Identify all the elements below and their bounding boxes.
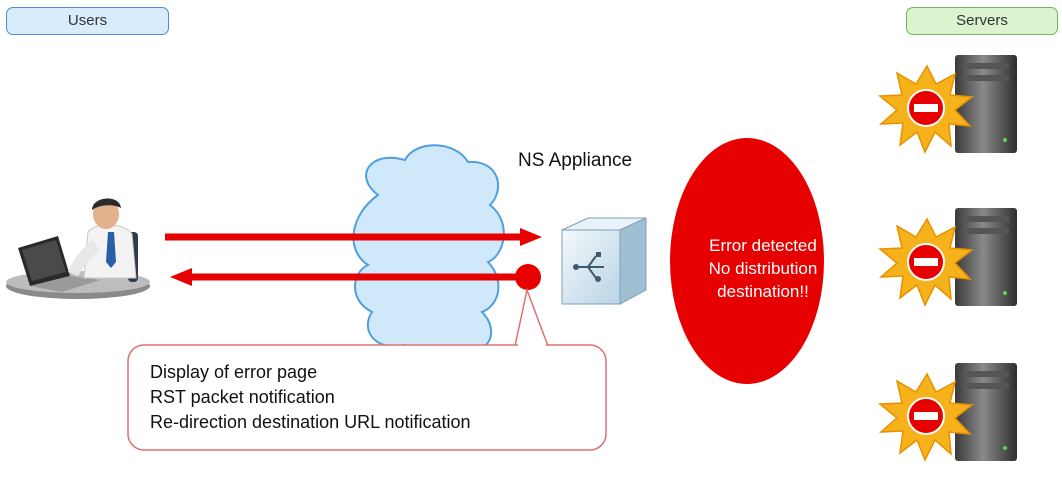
users-zone-label: Users — [6, 7, 169, 35]
appliance-icon — [561, 217, 647, 305]
response-arrow — [170, 264, 541, 290]
response-item: Re-direction destination URL notificatio… — [150, 412, 471, 432]
error-ellipse — [670, 138, 824, 384]
error-burst-icon — [878, 372, 974, 462]
error-message: Error detected No distribution destinati… — [668, 234, 858, 303]
servers-zone-label: Servers — [906, 7, 1058, 35]
appliance-label: NS Appliance — [518, 150, 633, 171]
request-arrow — [165, 228, 542, 246]
error-burst-icon — [878, 64, 974, 154]
response-item: Display of error page — [150, 362, 318, 382]
error-line: destination!! — [717, 282, 809, 301]
server-icon — [955, 55, 1017, 153]
network-cloud-icon — [352, 144, 505, 363]
server-icon — [955, 363, 1017, 461]
error-burst-icon — [878, 217, 974, 307]
response-callout — [127, 287, 607, 451]
error-line: Error detected — [709, 236, 817, 255]
response-item: RST packet notification — [150, 387, 335, 407]
user-icon — [6, 198, 150, 299]
error-line: No distribution — [708, 259, 818, 278]
response-list: Display of error page RST packet notific… — [150, 360, 471, 435]
server-icon — [955, 208, 1017, 306]
